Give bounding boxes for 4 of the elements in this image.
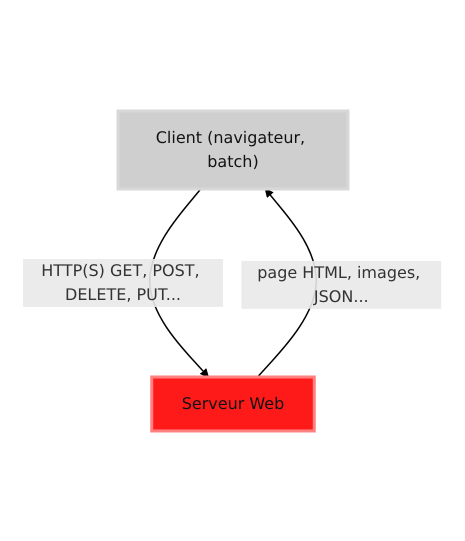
node-box: Client (navigateur, batch) [116,109,350,190]
node-box: Serveur Web [150,374,316,432]
edge-label: HTTP(S) GET, POST, DELETE, PUT... [42,260,200,304]
edge-label: page HTML, images, JSON... [258,262,421,306]
